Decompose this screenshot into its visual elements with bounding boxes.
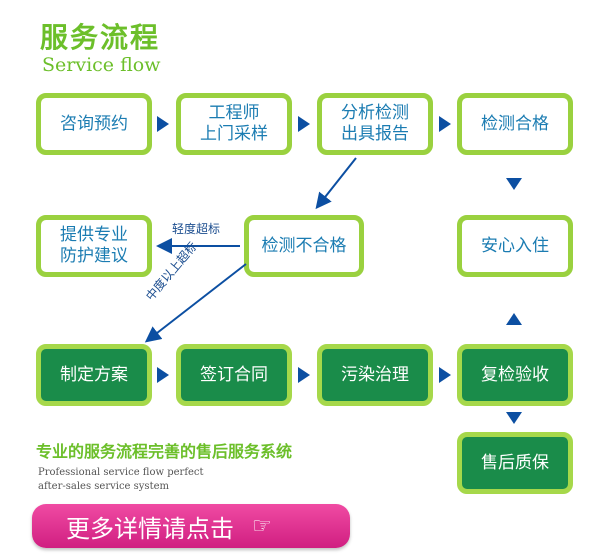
arrow-right-icon [298,116,310,132]
arrow-up-icon [506,313,522,325]
arrow-fail-to-plan [144,263,247,343]
arrow-down-icon [506,178,522,190]
pointing-hand-icon: ☞ [252,513,272,539]
arrow-right-icon [298,367,310,383]
step-recheck-label: 复检验收 [481,364,549,385]
step-contract: 签订合同 [176,344,292,406]
footer-subtitle-cn: 专业的服务流程完善的售后服务系统 [36,442,293,461]
page-title: 服务流程 [40,21,161,54]
step-after-sales-label: 售后质保 [481,452,549,473]
step-analysis-line1: 分析检测 [341,103,409,123]
step-sampling-line1: 工程师 [208,103,260,123]
footer-subtitle-en-line1: Professional service flow perfect [38,467,204,478]
step-plan-label: 制定方案 [60,364,128,385]
step-pass: 检测合格 [457,93,573,155]
step-consult-label: 咨询预约 [60,113,128,134]
step-sampling-line2: 上门采样 [200,124,268,144]
more-details-button[interactable]: 更多详情请点击 ☞ [32,504,350,548]
light-exceed-label: 轻度超标 [172,222,221,236]
step-fail-label: 检测不合格 [261,235,347,256]
arrow-right-icon [439,367,451,383]
arrow-analysis-to-fail [315,157,357,210]
step-analysis: 分析检测出具报告 [317,93,433,155]
step-after-sales: 售后质保 [457,432,573,494]
step-sampling: 工程师上门采样 [176,93,292,155]
page-subtitle: Service flow [42,54,161,76]
step-advice-line2: 防护建议 [60,246,128,266]
arrow-right-icon [439,116,451,132]
step-consult: 咨询预约 [36,93,152,155]
step-analysis-line2: 出具报告 [341,124,409,144]
more-details-label: 更多详情请点击 [66,514,234,543]
arrow-right-icon [157,116,169,132]
step-fail: 检测不合格 [244,215,364,277]
arrow-down-icon [506,412,522,424]
step-move-in: 安心入住 [457,215,573,277]
footer-subtitle-en: Professional service flow perfect after-… [38,466,204,494]
step-plan: 制定方案 [36,344,152,406]
step-contract-label: 签订合同 [200,364,268,385]
step-pass-label: 检测合格 [481,113,549,134]
step-treatment: 污染治理 [317,344,433,406]
footer-subtitle-en-line2: after-sales service system [38,481,169,492]
step-move-in-label: 安心入住 [481,235,549,256]
arrow-right-icon [157,367,169,383]
step-advice: 提供专业防护建议 [36,215,152,277]
step-recheck: 复检验收 [457,344,573,406]
step-advice-line1: 提供专业 [60,225,128,245]
step-treatment-label: 污染治理 [341,364,409,385]
